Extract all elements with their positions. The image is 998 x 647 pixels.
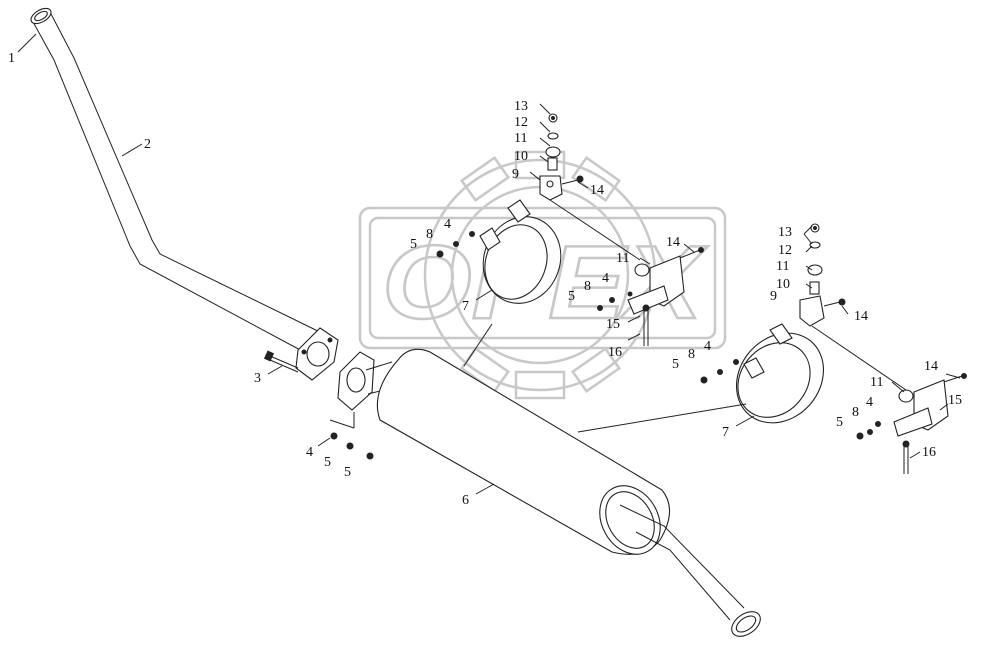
callout-5: 5 bbox=[410, 237, 417, 252]
callout-5: 5 bbox=[836, 415, 843, 430]
watermark-frame-outer bbox=[358, 206, 727, 350]
callout-14: 14 bbox=[854, 309, 868, 324]
fasteners-left-clamp bbox=[436, 231, 475, 258]
callout-9: 9 bbox=[770, 289, 777, 304]
callout-4: 4 bbox=[866, 395, 873, 410]
leader-lines bbox=[17, 33, 961, 495]
front-exhaust-pipe bbox=[30, 7, 327, 353]
muffler-inlet-flange bbox=[337, 351, 393, 411]
callout-4: 4 bbox=[444, 217, 451, 232]
callout-5: 5 bbox=[568, 289, 575, 304]
callout-12: 12 bbox=[514, 115, 528, 130]
watermark-frame-inner bbox=[368, 216, 717, 340]
callout-1: 1 bbox=[8, 51, 15, 66]
callout-9: 9 bbox=[512, 167, 519, 182]
callout-5: 5 bbox=[344, 465, 351, 480]
callout-4: 4 bbox=[306, 445, 313, 460]
callout-11: 11 bbox=[776, 259, 789, 274]
callout-16: 16 bbox=[608, 345, 622, 360]
callout-2: 2 bbox=[144, 137, 151, 152]
callout-6: 6 bbox=[462, 493, 469, 508]
callout-8: 8 bbox=[584, 279, 591, 294]
clamp-band-right bbox=[735, 323, 825, 424]
callout-12: 12 bbox=[778, 243, 792, 258]
callout-7: 7 bbox=[722, 425, 729, 440]
callout-5: 5 bbox=[672, 357, 679, 372]
callout-labels: 1 2 3 4 5 5 6 7 4 8 5 13 12 11 10 9 14 1… bbox=[8, 51, 962, 508]
callout-11: 11 bbox=[514, 131, 527, 146]
fasteners-right-clamp bbox=[700, 359, 881, 440]
callout-7: 7 bbox=[462, 299, 469, 314]
callout-16: 16 bbox=[922, 445, 936, 460]
callout-4: 4 bbox=[704, 339, 711, 354]
callout-5: 5 bbox=[324, 455, 331, 470]
callout-10: 10 bbox=[776, 277, 790, 292]
callout-13: 13 bbox=[778, 225, 792, 240]
hanger-assembly-right bbox=[799, 223, 967, 474]
callout-3: 3 bbox=[254, 371, 261, 386]
callout-11: 11 bbox=[870, 375, 883, 390]
bolt-3 bbox=[263, 350, 299, 373]
callout-8: 8 bbox=[688, 347, 695, 362]
callout-13: 13 bbox=[514, 99, 528, 114]
callout-4: 4 bbox=[602, 271, 609, 286]
muffler bbox=[376, 348, 761, 637]
callout-11: 11 bbox=[616, 251, 629, 266]
callout-14: 14 bbox=[666, 235, 680, 250]
callout-14: 14 bbox=[924, 359, 938, 374]
clamp-band-left bbox=[479, 199, 562, 304]
front-flange bbox=[295, 327, 339, 381]
callout-8: 8 bbox=[426, 227, 433, 242]
callout-10: 10 bbox=[514, 149, 528, 164]
fasteners-flange bbox=[330, 432, 374, 460]
hanger-assembly-left bbox=[539, 113, 704, 346]
callout-8: 8 bbox=[852, 405, 859, 420]
callout-14: 14 bbox=[590, 183, 604, 198]
callout-15: 15 bbox=[606, 317, 620, 332]
callout-15: 15 bbox=[948, 393, 962, 408]
